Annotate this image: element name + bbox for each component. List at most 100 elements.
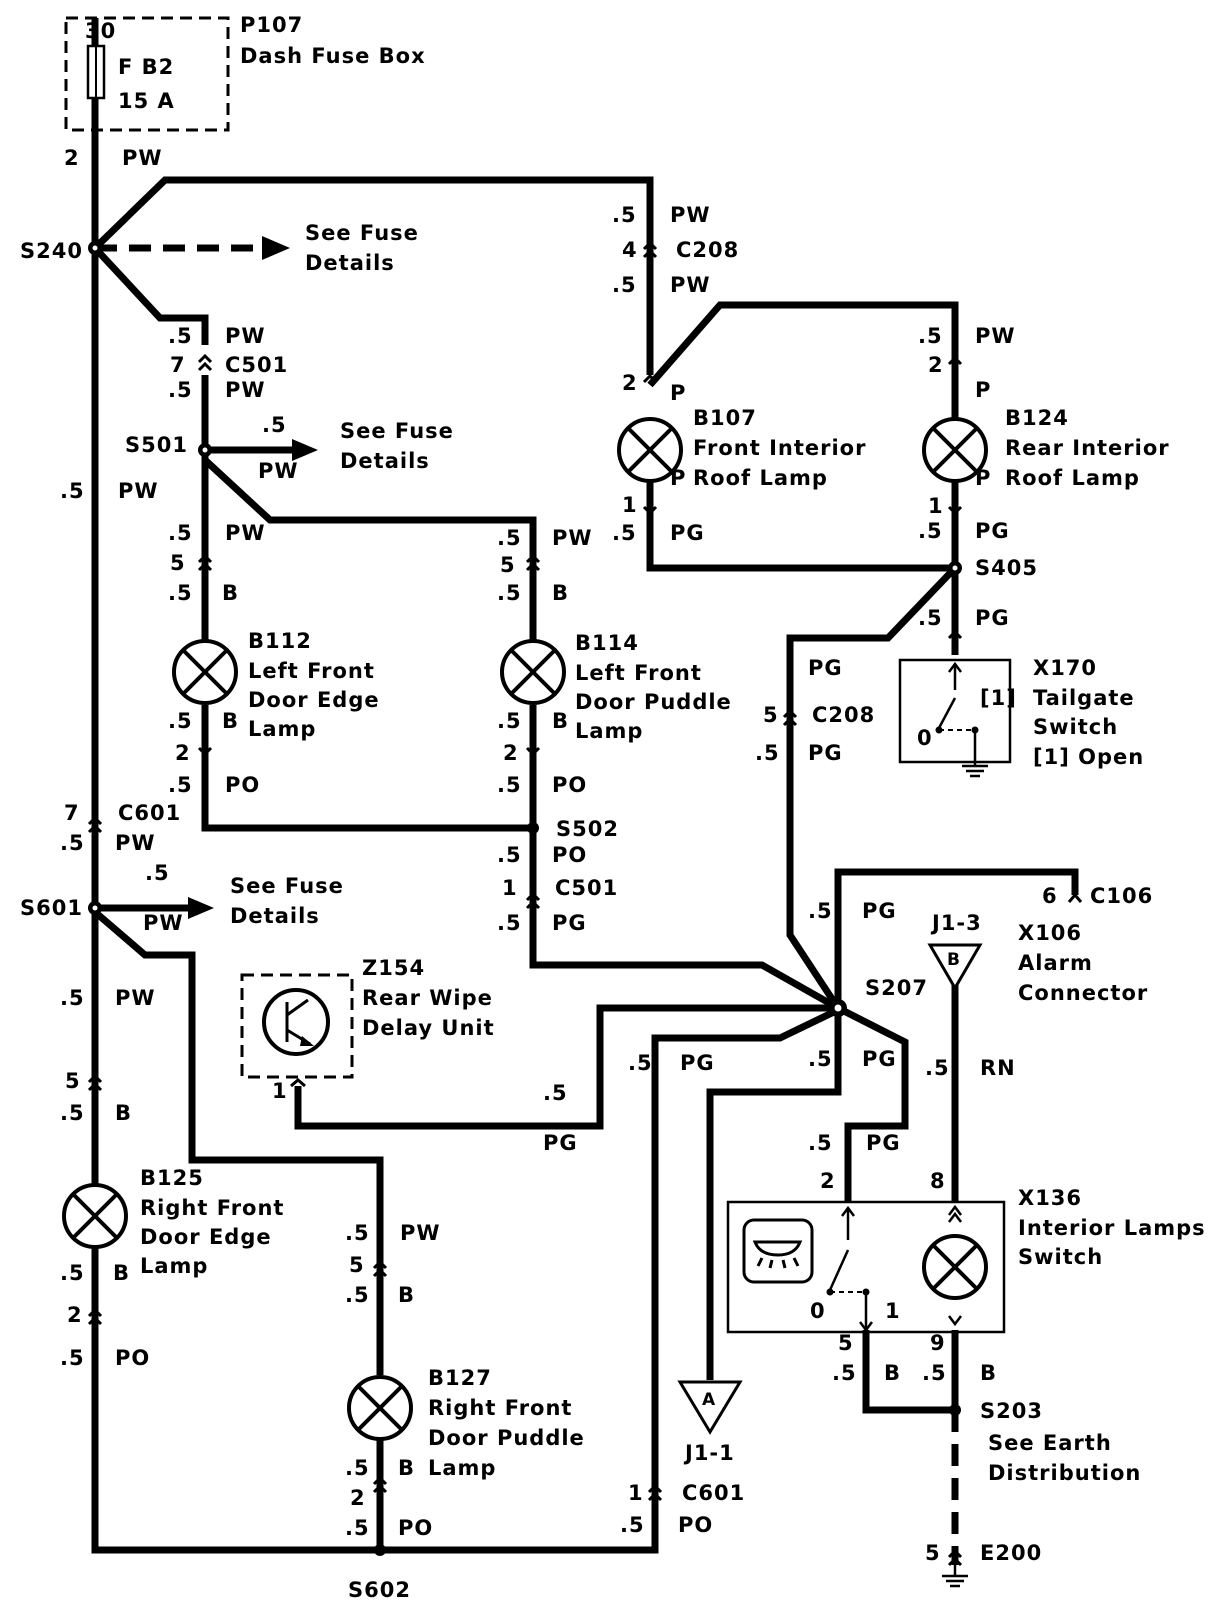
wire-color: P [670, 466, 686, 490]
gauge: .5 [808, 1131, 833, 1155]
pin-label: 6 [1042, 884, 1058, 908]
b124-ref: B124 [1005, 406, 1069, 430]
gauge: .5 [345, 1221, 370, 1245]
connector-c106: C106 [1090, 884, 1153, 908]
fuse-pin-top: 30 [85, 19, 116, 43]
gauge: .5 [497, 911, 522, 935]
wire-s207-to-x136 [836, 1004, 909, 1202]
gauge: .5 [918, 606, 943, 630]
b114-ref: B114 [575, 631, 639, 655]
see-earth-2: Distribution [988, 1461, 1141, 1485]
j11-ref: J1-1 [683, 1441, 735, 1465]
pin-label: 8 [930, 1169, 946, 1193]
wire-color: B [552, 581, 569, 605]
pin-label: 1 [928, 494, 944, 518]
pin-label: 5 [925, 1541, 941, 1565]
gauge: .5 [612, 521, 637, 545]
wire-color: P [975, 378, 991, 402]
wire-color: PG [866, 1131, 901, 1155]
b114-name-3: Lamp [575, 719, 643, 743]
pin-label: 2 [820, 1169, 836, 1193]
x136-off-label: 0 [810, 1299, 826, 1323]
wire-color: PW [258, 459, 299, 483]
pin-mark [642, 373, 658, 384]
gauge: .5 [612, 203, 637, 227]
pin-label: 2 [622, 371, 638, 395]
pin-label: 2 [67, 1303, 83, 1327]
gauge: .5 [345, 1283, 370, 1307]
gauge: .5 [543, 1081, 568, 1105]
pin-label: 4 [622, 238, 638, 262]
pin-mark [642, 505, 658, 516]
x106-name-2: Connector [1018, 981, 1148, 1005]
x136-on-label: 1 [885, 1299, 901, 1323]
gauge: .5 [145, 861, 170, 885]
connector-c501-mark [525, 891, 541, 910]
wire-color: B [398, 1283, 415, 1307]
x170-off: 0 [917, 726, 933, 750]
dome-light-icon [742, 1218, 814, 1284]
z154-name-1: Rear Wipe [362, 986, 493, 1010]
x136-interior-lamps-switch: 0 1 [726, 1200, 1006, 1334]
wire-color: PW [400, 1221, 441, 1245]
b114-name-2: Door Puddle [575, 690, 732, 714]
pin-label: 1 [622, 493, 638, 517]
pin-label: 5 [349, 1253, 365, 1277]
pin-mark [372, 1475, 388, 1494]
gauge: .5 [925, 1056, 950, 1080]
wire-color: PG [862, 1047, 897, 1071]
x106-letter: B [947, 950, 961, 970]
pin-label: 2 [503, 741, 519, 765]
arrow-icon [292, 439, 318, 461]
splice-s203: S203 [980, 1399, 1043, 1423]
z154-outline [240, 973, 354, 1079]
lamp-icon [62, 1183, 128, 1249]
pin-mark [525, 553, 541, 572]
x136-name-2: Switch [1018, 1245, 1103, 1269]
x170-pos: [1] [980, 686, 1017, 710]
wire-s240-to-c501 [92, 245, 209, 345]
pin-label: 7 [170, 353, 186, 377]
wire-color: P [975, 466, 991, 490]
b127-name-3: Lamp [428, 1456, 496, 1480]
pin-mark [197, 553, 213, 572]
gauge: .5 [262, 413, 287, 437]
gauge: .5 [922, 1361, 947, 1385]
splice-s502: S502 [556, 817, 619, 841]
b124-name-2: Roof Lamp [1005, 466, 1140, 490]
connector-c601: C601 [682, 1481, 745, 1505]
gauge: .5 [60, 1346, 85, 1370]
fuse-id: F B2 [118, 55, 174, 79]
gauge: .5 [628, 1051, 653, 1075]
x136-ref: X136 [1018, 1186, 1082, 1210]
lamp-icon [500, 639, 566, 705]
wire-s207-to-z154 [294, 1004, 838, 1130]
pin-label: 7 [64, 801, 80, 825]
wire-color: B [222, 581, 239, 605]
b125-name-1: Right Front [140, 1196, 284, 1220]
wire-color: PO [398, 1516, 433, 1540]
fuse-box-outline [64, 16, 230, 132]
gauge: .5 [168, 378, 193, 402]
lamp-icon [172, 639, 238, 705]
x170-ref: X170 [1033, 656, 1097, 680]
splice-s405: S405 [975, 556, 1038, 580]
see-earth-1: See Earth [988, 1431, 1112, 1455]
pin-label: 1 [628, 1481, 644, 1505]
gauge: .5 [497, 709, 522, 733]
lamp-icon [617, 417, 683, 483]
b107-name-1: Front Interior [693, 436, 866, 460]
pin-label: 1 [272, 1079, 288, 1103]
pin-mark [87, 1307, 103, 1326]
switch-blade [828, 1249, 850, 1291]
gauge: .5 [60, 1261, 85, 1285]
see-fuse-3a: See Fuse [230, 874, 344, 898]
connector-c501: C501 [555, 876, 618, 900]
wire-color: PW [225, 324, 266, 348]
wire-s601-to-b127 [92, 909, 384, 1375]
pin-label: 5 [763, 703, 779, 727]
wire-color: PW [225, 378, 266, 402]
pin-label: 2 [928, 353, 944, 377]
connector-marks [87, 240, 1083, 1502]
wire-main-trunk [91, 96, 840, 1554]
